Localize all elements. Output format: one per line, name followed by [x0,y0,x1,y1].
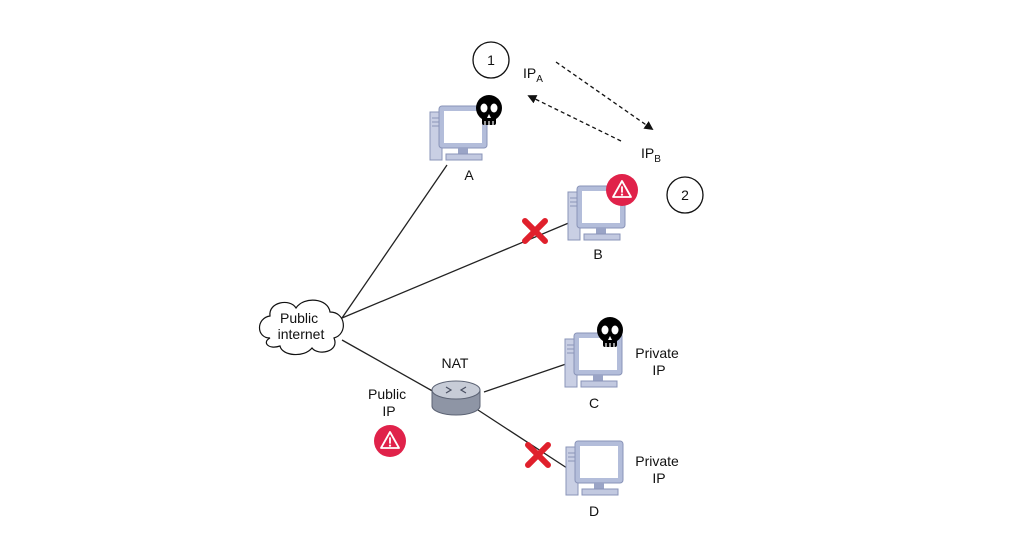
link-internet-a [341,164,448,319]
cloud-icon [258,299,344,356]
blocked-link-x-icon [525,221,545,241]
warning-icon [605,173,639,207]
svg-text:Public internet: Public internet [278,310,325,342]
public-ip-label: Public IP [368,386,410,419]
blocked-link-x-icon [528,445,548,465]
computer-d-label: D [589,503,599,519]
ip-a-label: IPA [523,65,543,85]
svg-text:1: 1 [487,52,495,68]
desktop-computer-icon [565,440,624,496]
svg-text:2: 2 [681,187,689,203]
ip-b-label: IPB [641,145,661,165]
message-arrow-a-to-b [555,61,654,131]
computer-a-label: A [464,167,474,183]
private-ip-note-d: Private IP [635,453,682,486]
router-icon [431,380,481,416]
warning-icon [373,424,407,458]
link-nat-c [483,363,567,393]
computer-c-label: C [589,395,599,411]
link-internet-nat [341,339,437,394]
nat-label: NAT [442,355,469,371]
links [341,164,572,471]
computer-a: A [429,94,503,183]
nat-router: NAT [431,355,481,416]
private-ip-note-c: Private IP [635,345,682,378]
step-marker-1: 1 [472,41,510,79]
link-nat-d [477,409,571,471]
computer-c: C Private IP [564,316,682,411]
step-marker-2: 2 [666,176,704,214]
computer-b: B [567,173,639,262]
link-internet-b [341,221,572,319]
message-arrow-b-to-a [527,95,622,142]
computer-d: D Private IP [565,440,682,519]
public-internet-cloud: Public internet [258,299,344,356]
computer-b-label: B [593,246,602,262]
